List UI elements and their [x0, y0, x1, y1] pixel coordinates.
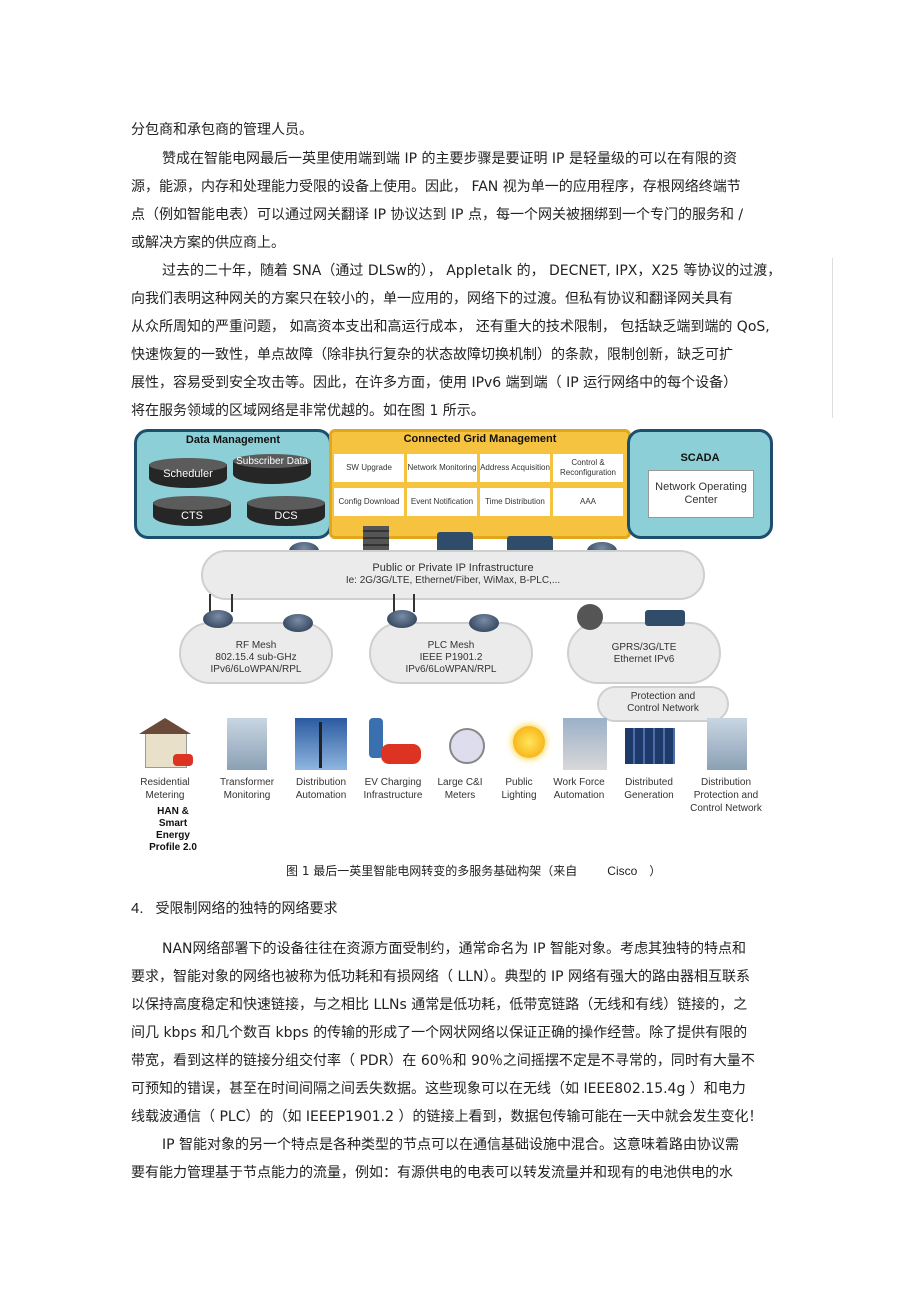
subscriber-data-db-icon: Subscriber Data [233, 454, 311, 486]
meter-icon [435, 718, 495, 770]
text-line: 源，能源，内存和处理能力受限的设备上使用。因此， FAN 视为单一的应用程序，存… [131, 179, 741, 195]
router-icon [387, 610, 417, 628]
cgm-cell: Event Notification [407, 488, 477, 516]
text-line: 分包商和承包商的管理人员。 [131, 122, 313, 138]
cgm-cell: Config Download [334, 488, 404, 516]
text-line: 要有能力管理基于节点能力的流量，例如：有源供电的电表可以转发流量并和现有的电池供… [131, 1165, 733, 1181]
cgm-cell: Address Acquisition [480, 454, 550, 482]
text-line: 向我们表明这种网关的方案只在较小的，单一应用的，网络下的过渡。但私有协议和翻译网… [131, 291, 733, 307]
cgm-cell: Control & Reconfiguration [553, 454, 623, 482]
text-line: 线载波通信（ PLC）的（如 IEEEP1901.2 ）的链接上看到，数据包传输… [131, 1109, 763, 1125]
cgm-title: Connected Grid Management [403, 433, 557, 445]
text-line: 带宽，看到这样的链接分组交付率（ PDR）在 60％和 90％之间摇摆不定是不寻… [131, 1053, 755, 1069]
text-line: 以保持高度稳定和快速链接，与之相比 LLNs 通常是低功耗，低带宽链路（无线和有… [131, 997, 748, 1013]
text-line: 点（例如智能电表）可以通过网关翻译 IP 协议达到 IP 点，每一个网关被捆绑到… [131, 207, 744, 223]
text-line: 可预知的错误，甚至在时间间隔之间丢失数据。这些现象可以在无线（如 IEEE802… [131, 1081, 746, 1097]
data-management-panel: Data Management Scheduler Subscriber Dat… [134, 429, 332, 539]
protection-cloud: Protection and Control Network [597, 686, 729, 722]
residential-house-icon [135, 718, 195, 770]
router-icon [283, 614, 313, 632]
section-heading: 4.受限制网络的独特的网络要求 [131, 900, 338, 917]
cgm-cell: Time Distribution [480, 488, 550, 516]
dcs-db-icon: DCS [247, 496, 325, 528]
architecture-figure: Data Management Scheduler Subscriber Dat… [131, 426, 773, 853]
ev-charger-icon [363, 718, 423, 770]
text-line: 快速恢复的一致性，单点故障（除非执行复杂的状态故障切换机制）的条款，限制创新，缺… [131, 347, 733, 363]
cgm-cell: AAA [553, 488, 623, 516]
work-truck-icon [555, 718, 615, 770]
data-management-title: Data Management [185, 434, 281, 446]
text-line: 间几 kbps 和几个数百 kbps 的传输的形成了一个网状网络以保证正确的操作… [131, 1025, 748, 1041]
han-profile-label: HAN & Smart Energy Profile 2.0 [149, 806, 197, 853]
antenna-icon [231, 594, 233, 612]
device-label: Work Force Automation [553, 777, 605, 801]
device-label: EV Charging Infrastructure [363, 777, 423, 801]
text-line: 展性，容易受到安全攻击等。因此，在许多方面，使用 IPv6 端到端（ IP 运行… [131, 375, 738, 391]
scheduler-db-icon: Scheduler [149, 458, 227, 490]
cellular-router-icon [645, 610, 685, 626]
connected-grid-management-panel: Connected Grid Management SW Upgrade Net… [329, 429, 631, 539]
device-label: Residential Metering [140, 777, 190, 801]
text-line: 从众所周知的严重问题， 如高资本支出和高运行成本， 还有重大的技术限制， 包括缺… [131, 319, 770, 335]
device-label: Public Lighting [501, 777, 537, 801]
device-label: Transformer Monitoring [219, 777, 275, 801]
antenna-icon [413, 594, 415, 612]
cgm-cell: Network Monitoring [407, 454, 477, 482]
text-line: 过去的二十年，随着 SNA（通过 DLSw的）， Appletalk 的， DE… [162, 263, 782, 279]
scada-panel: SCADA Network Operating Center [627, 429, 773, 539]
appliance-icon [507, 536, 553, 554]
device-label: Distribution Automation [295, 777, 347, 801]
router-icon [203, 610, 233, 628]
text-line: 将在服务领域的区域网络是非常优越的。如在图 1 所示。 [131, 403, 485, 419]
antenna-icon [393, 594, 395, 612]
plc-mesh-cloud: PLC Mesh IEEE P1901.2 IPv6/6LoWPAN/RPL [369, 622, 533, 684]
text-line: 赞成在智能电网最后一英里使用端到端 IP 的主要步骤是要证明 IP 是轻量级的可… [162, 151, 737, 167]
cts-db-icon: CTS [153, 496, 231, 528]
antenna-icon [209, 594, 211, 612]
cgm-cell: SW Upgrade [334, 454, 404, 482]
satellite-dish-icon [577, 604, 603, 630]
rf-mesh-cloud: RF Mesh 802.15.4 sub-GHz IPv6/6LoWPAN/RP… [179, 622, 333, 684]
margin-rule [832, 258, 833, 418]
transformer-icon [217, 718, 277, 770]
text-line: 要求，智能对象的网络也被称为低功耗和有损网络（ LLN）。典型的 IP 网络有强… [131, 969, 750, 985]
text-line: NAN网络部署下的设备往往在资源方面受制约，通常命名为 IP 智能对象。考虑其独… [162, 941, 746, 957]
router-icon [469, 614, 499, 632]
substation-icon [697, 718, 757, 770]
device-label: Large C&I Meters [437, 777, 483, 801]
network-operating-center-box: Network Operating Center [648, 470, 754, 518]
text-line: 或解决方案的供应商上。 [131, 235, 285, 251]
utility-pole-icon [291, 718, 351, 770]
text-line: IP 智能对象的另一个特点是各种类型的节点可以在通信基础设施中混合。这意味着路由… [162, 1137, 740, 1153]
solar-panel-icon [619, 718, 679, 770]
device-label: Distributed Generation [624, 777, 674, 801]
gprs-cloud: GPRS/3G/LTE Ethernet IPv6 [567, 622, 721, 684]
public-ip-cloud: Public or Private IP Infrastructure Ie: … [201, 550, 705, 600]
scada-title: SCADA [680, 452, 720, 464]
sun-icon [499, 718, 559, 770]
device-label: Distribution Protection and Control Netw… [690, 777, 762, 814]
